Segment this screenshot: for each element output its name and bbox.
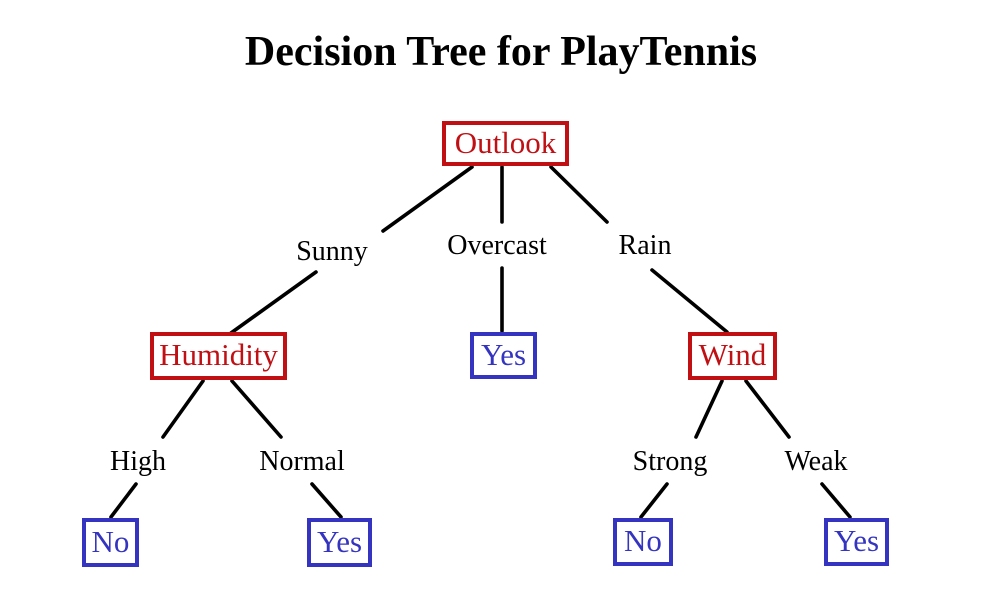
edge-humidity-high-upper-line (161, 379, 205, 439)
edge-humidity-normal-upper-line (230, 379, 283, 439)
edge-label-strong: Strong (632, 446, 708, 477)
edge-label-rain: Rain (618, 230, 672, 261)
leaf-strong-no: No (613, 518, 673, 566)
edge-outlook-rain-upper-line (549, 165, 609, 224)
edge-strong-no-lower-line (639, 482, 669, 519)
node-outlook: Outlook (442, 121, 569, 166)
edge-normal-yes-lower-line (310, 482, 343, 519)
diagram-title: Decision Tree for PlayTennis (244, 29, 758, 75)
edge-outlook-sunny-upper-line (381, 165, 474, 233)
edge-sunny-humidity-lower-line (229, 270, 318, 335)
edge-label-sunny: Sunny (296, 236, 368, 267)
leaf-normal-yes: Yes (307, 518, 372, 567)
edge-label-overcast: Overcast (447, 230, 547, 261)
edge-weak-yes-lower-line (820, 482, 852, 519)
leaf-high-no: No (82, 518, 139, 567)
edge-wind-strong-upper-line (694, 379, 724, 439)
edge-label-normal: Normal (259, 446, 345, 477)
edge-high-no-lower-line (109, 482, 138, 519)
node-humidity: Humidity (150, 332, 287, 380)
edge-label-high: High (110, 446, 166, 477)
leaf-overcast-yes: Yes (470, 332, 537, 379)
edge-label-weak: Weak (784, 446, 848, 477)
node-wind: Wind (688, 332, 777, 380)
leaf-weak-yes: Yes (824, 518, 889, 566)
edge-rain-wind-lower-line (650, 268, 729, 334)
edge-wind-weak-upper-line (744, 379, 791, 439)
